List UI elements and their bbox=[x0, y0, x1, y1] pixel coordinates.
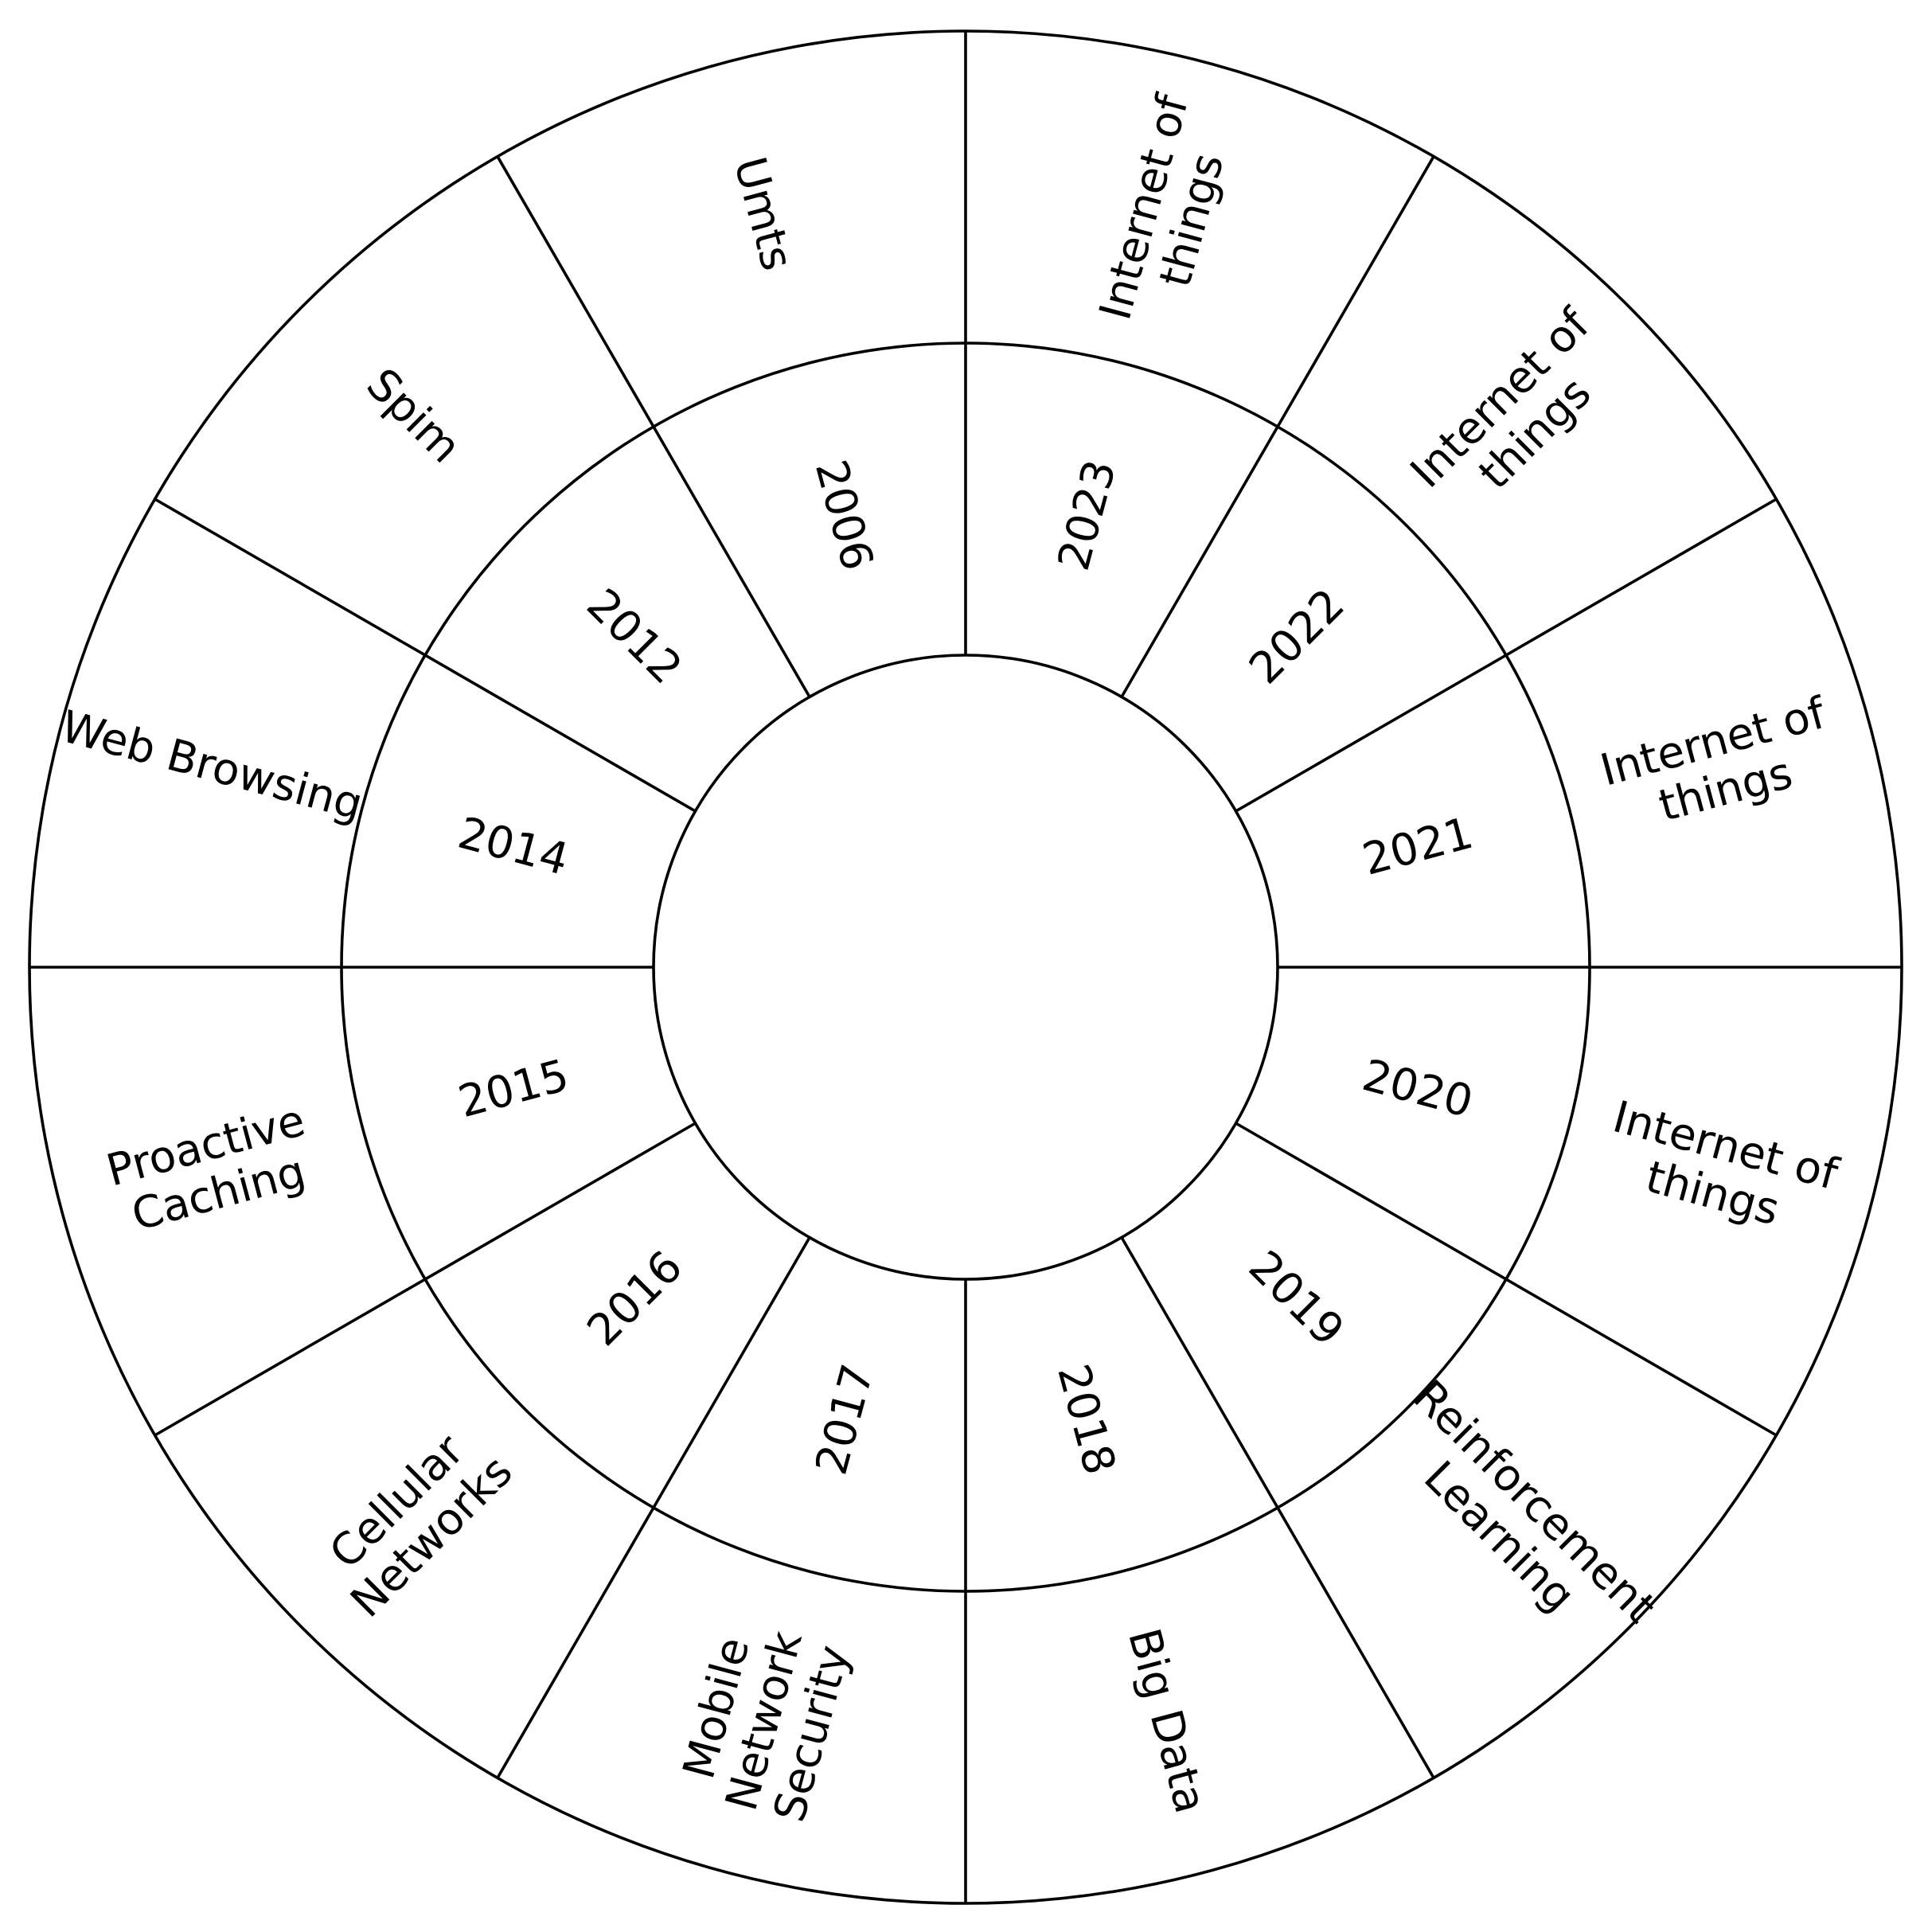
segment-divider bbox=[496, 155, 811, 698]
topic-label: Internet ofthings bbox=[1089, 88, 1246, 338]
year-label: 2020 bbox=[1357, 1049, 1478, 1127]
topic-label: ProactiveCaching bbox=[101, 1095, 322, 1244]
topic-label-line: Web Browsing bbox=[56, 701, 368, 829]
year-label: 2022 bbox=[1239, 579, 1354, 693]
topic-label: CellularNetworks bbox=[306, 1411, 522, 1627]
year-label: 2017 bbox=[806, 1359, 884, 1480]
topic-label: Web Browsing bbox=[56, 701, 368, 829]
topic-label: Internet ofthings bbox=[1595, 1091, 1844, 1247]
topic-label-line: Umts bbox=[724, 152, 803, 276]
inner-ring bbox=[652, 654, 1279, 1281]
segment-divider bbox=[1235, 498, 1778, 813]
year-label: 2006 bbox=[806, 455, 884, 576]
segment-divider bbox=[1120, 1236, 1435, 1779]
topic-label: ReinforcementLearning bbox=[1368, 1370, 1665, 1667]
topic-label: Spim bbox=[357, 358, 470, 472]
topic-label: Big Data bbox=[1118, 1623, 1216, 1818]
segment-dividers bbox=[29, 31, 1902, 1903]
topic-label: Umts bbox=[724, 152, 803, 276]
segment-divider bbox=[1120, 155, 1435, 698]
segment-divider bbox=[1235, 1122, 1778, 1437]
year-label: 2023 bbox=[1048, 455, 1126, 576]
topic-label: Internet ofthings bbox=[1595, 687, 1844, 844]
topic-label: MobileNetworkSecurity bbox=[668, 1613, 860, 1829]
topic-label-line: Big Data bbox=[1118, 1623, 1216, 1818]
segment-divider bbox=[154, 498, 697, 813]
topic-label-line: Spim bbox=[357, 358, 470, 472]
segment-divider bbox=[154, 1122, 697, 1437]
year-label: 2014 bbox=[453, 807, 574, 885]
topic-label: Internet ofthings bbox=[1400, 298, 1635, 533]
segment-divider bbox=[496, 1236, 811, 1779]
year-label: 2018 bbox=[1048, 1359, 1126, 1480]
year-label: 2015 bbox=[453, 1049, 574, 1127]
year-label: 2021 bbox=[1357, 807, 1478, 885]
year-label: 2012 bbox=[577, 579, 692, 693]
year-label: 2019 bbox=[1239, 1241, 1354, 1356]
year-label: 2016 bbox=[577, 1241, 692, 1356]
